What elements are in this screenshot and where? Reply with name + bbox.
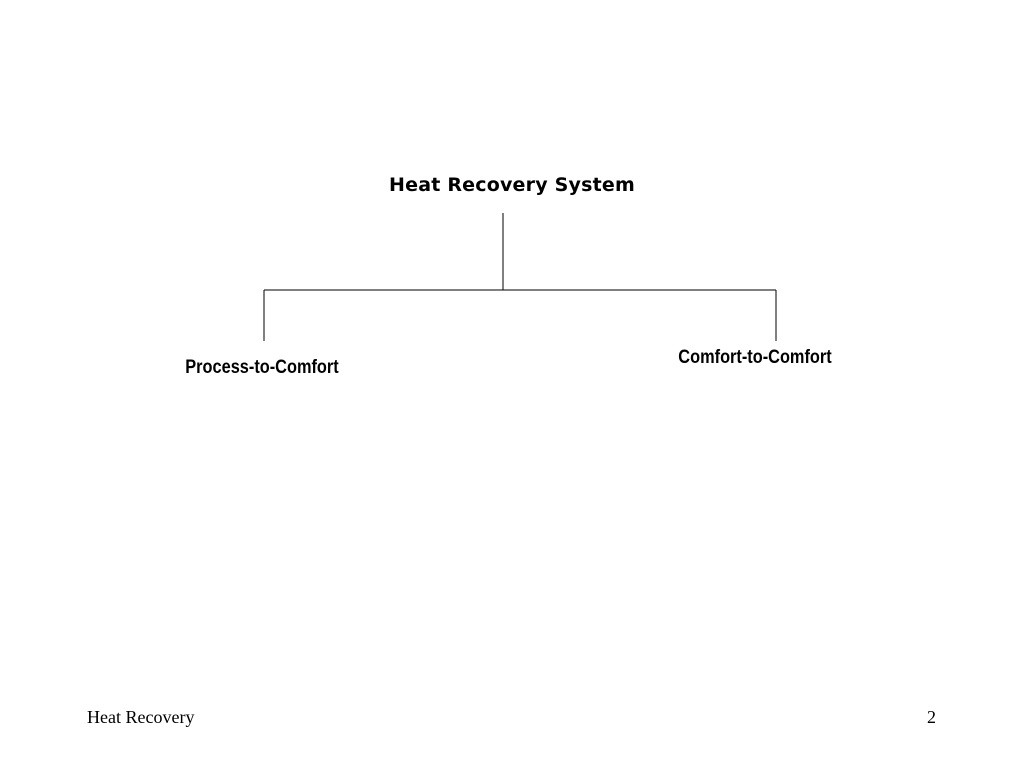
footer-title: Heat Recovery (87, 707, 195, 727)
page-number: 2 (927, 707, 936, 727)
child-node-process-to-comfort: Process-to-Comfort (185, 357, 339, 378)
child-node-comfort-to-comfort: Comfort-to-Comfort (678, 347, 832, 368)
root-node-label: Heat Recovery System (389, 174, 635, 196)
